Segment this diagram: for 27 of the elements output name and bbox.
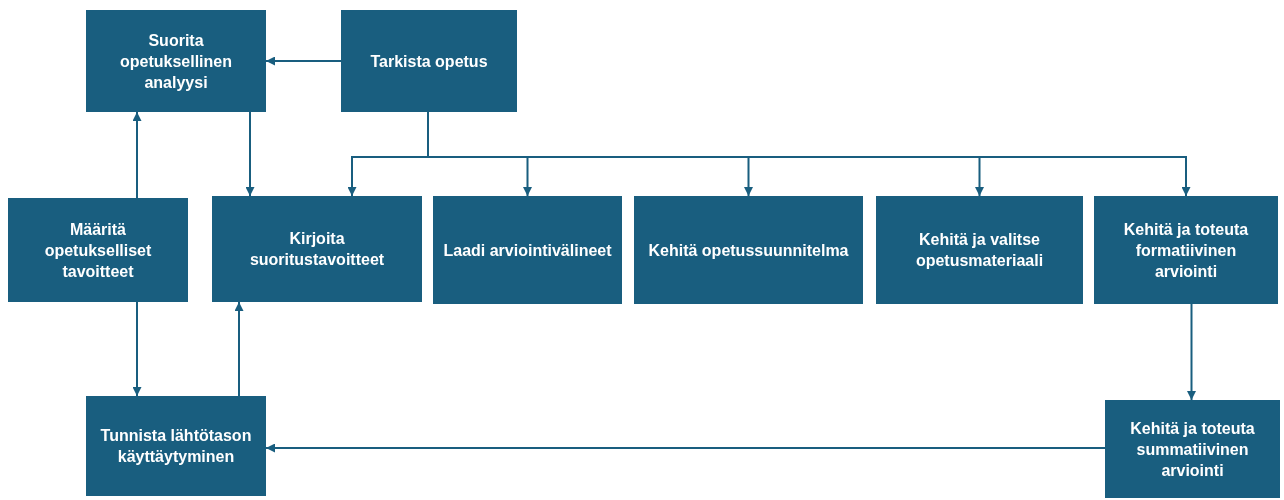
process-box (212, 196, 422, 302)
box-label: Määritä opetukselliset tavoitteet (43, 219, 153, 282)
box-label: Laadi arviointivälineet (443, 240, 612, 261)
process-box (876, 196, 1083, 304)
box-label: Tarkista opetus (370, 51, 488, 72)
box-label: Kehitä ja toteuta formatiivinen arviointi (1122, 219, 1250, 282)
process-box (1094, 196, 1278, 304)
arrow (132, 301, 142, 397)
process-box (341, 10, 517, 112)
process-box (86, 10, 266, 112)
process-box (86, 396, 266, 496)
arrow (265, 443, 1106, 453)
arrow (245, 111, 255, 197)
arrow (265, 56, 342, 66)
process-box (433, 196, 622, 304)
box-label: Kehitä opetussuunnitelma (648, 240, 849, 261)
arrow (234, 301, 244, 397)
arrow (132, 111, 142, 199)
process-box (8, 198, 188, 302)
process-box (634, 196, 863, 304)
box-label: Kehitä ja valitse opetusmateriaali (914, 230, 1045, 271)
arrow (1187, 303, 1196, 401)
box-label: Suorita opetuksellinen analyysi (119, 30, 233, 93)
process-box (1105, 400, 1280, 498)
box-label: Kirjoita suoritustavoitteet (248, 229, 386, 270)
box-label: Kehitä ja toteuta summatiivinen arviointi (1129, 418, 1256, 481)
box-label: Tunnista lähtötason käyttäytyminen (99, 426, 253, 467)
